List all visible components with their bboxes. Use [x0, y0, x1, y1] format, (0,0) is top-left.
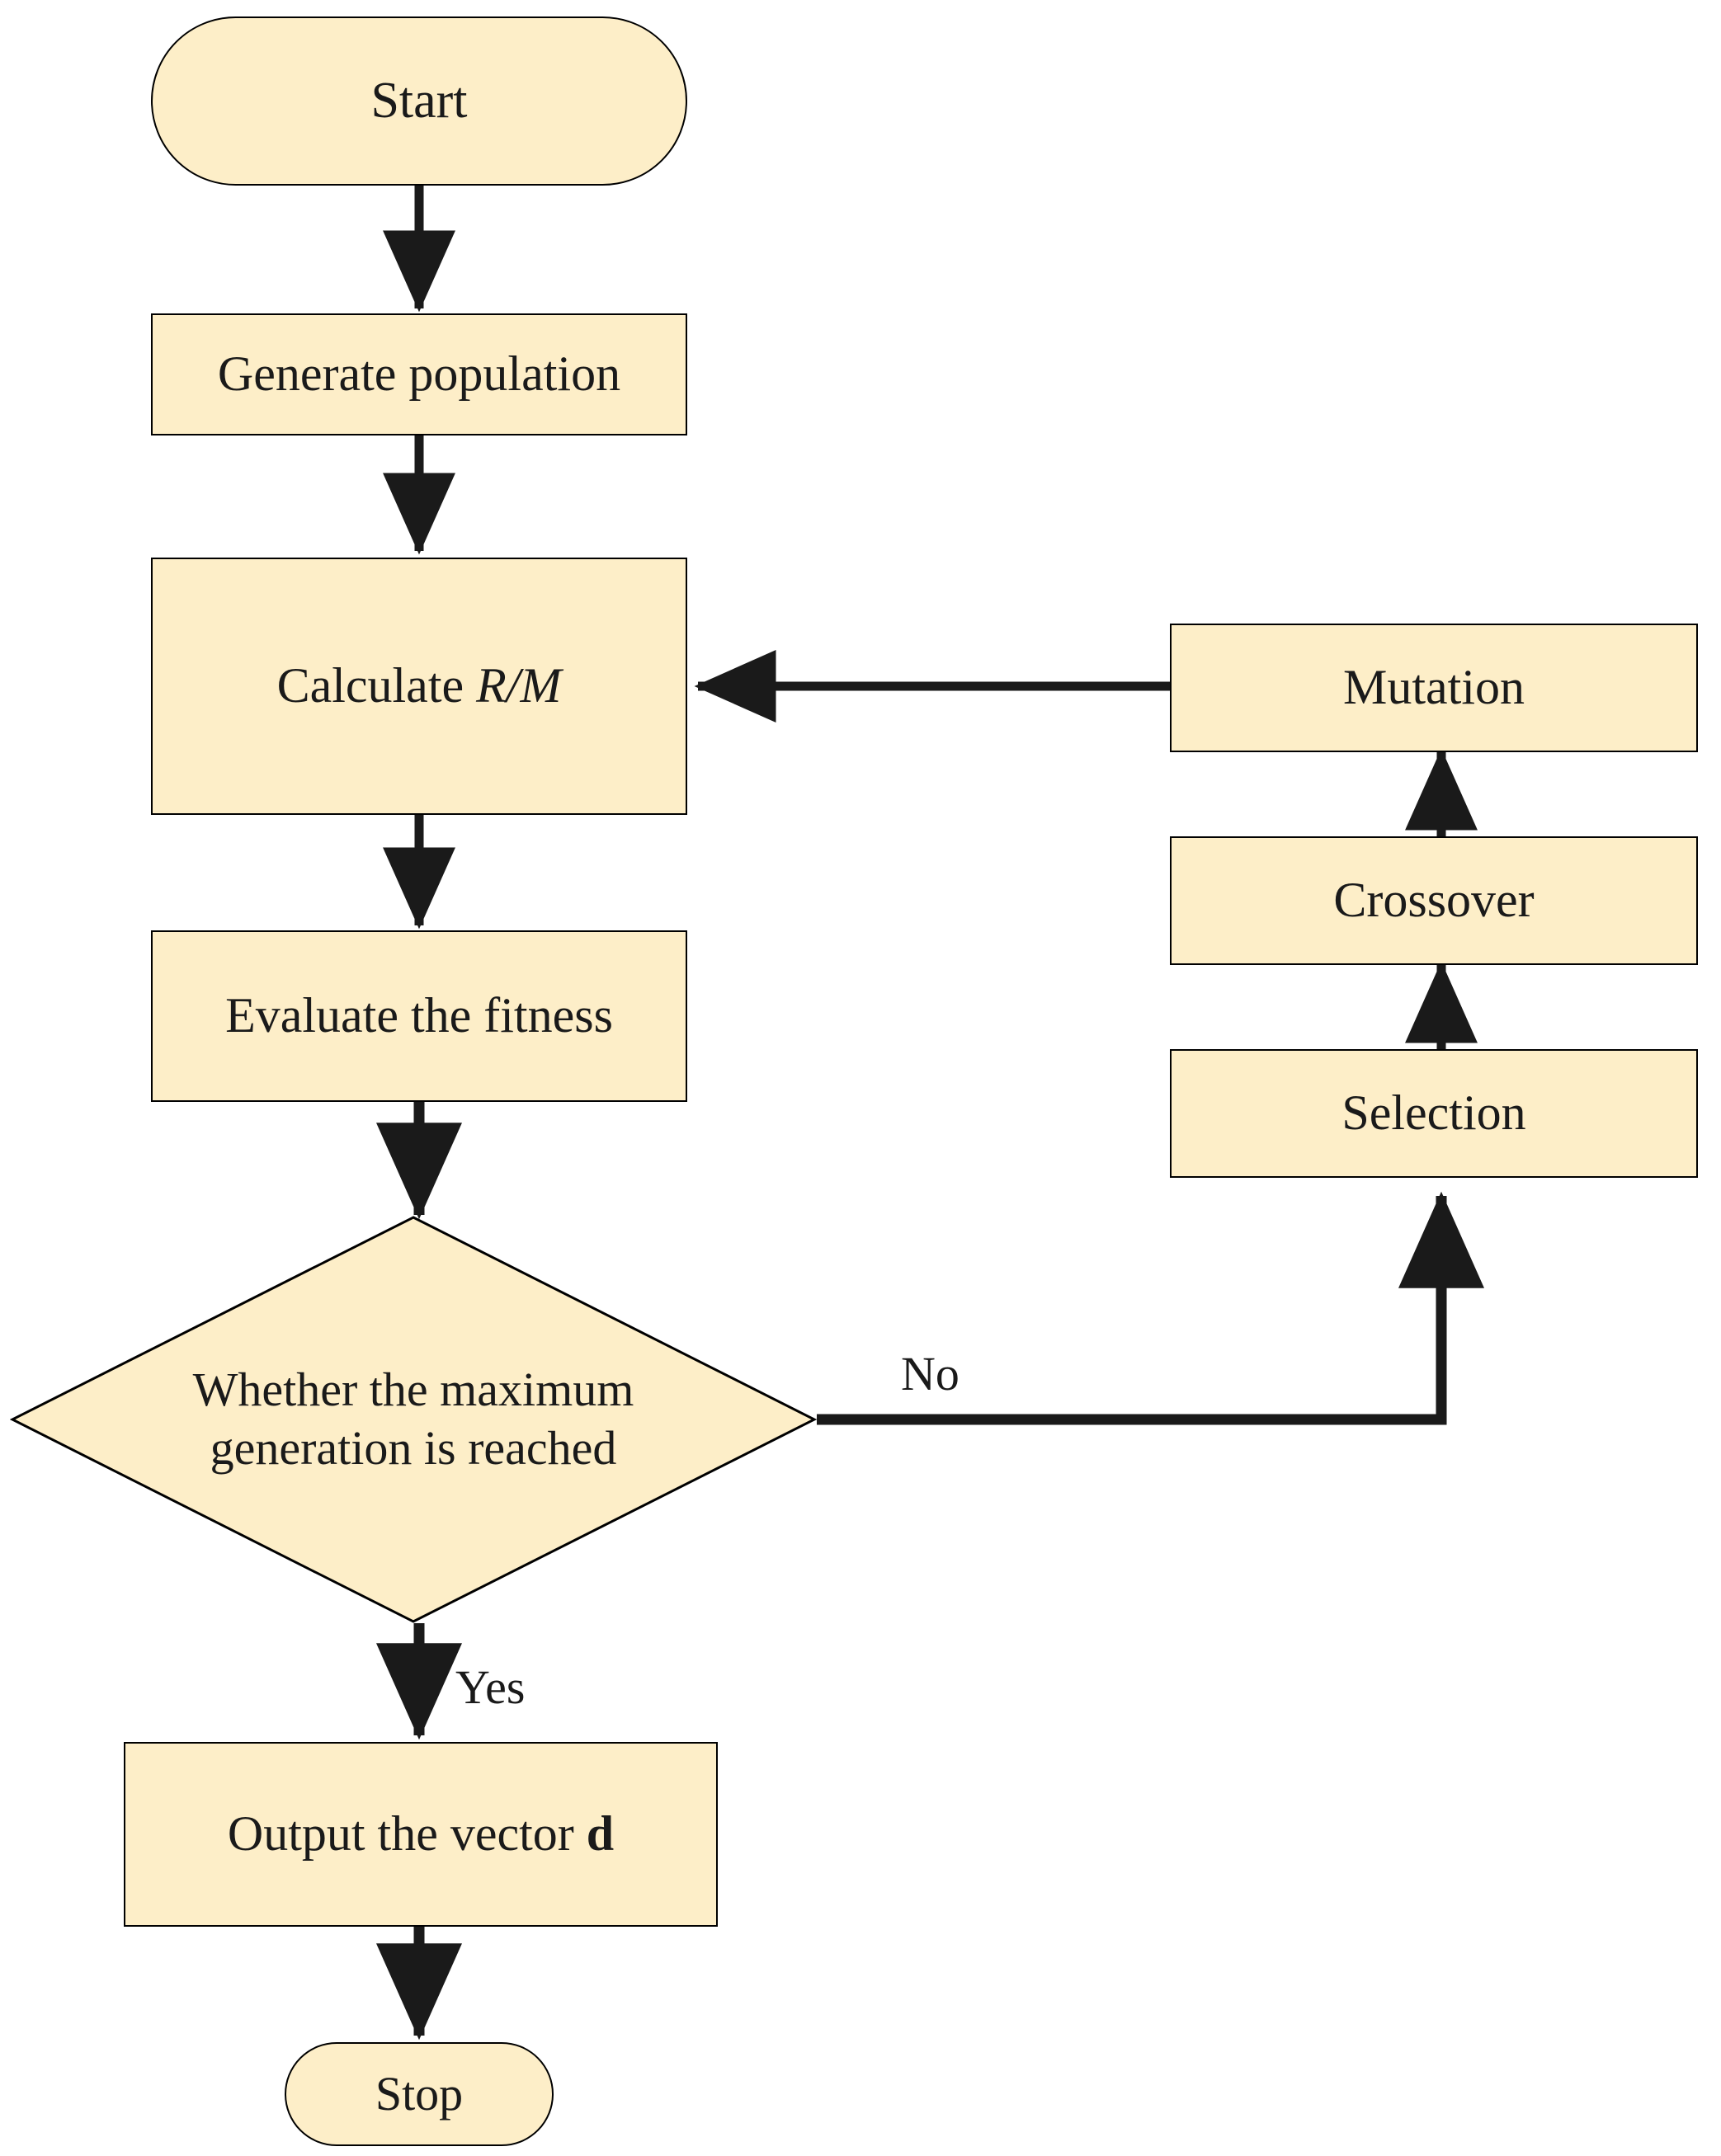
node-crossover[interactable]: Crossover — [1170, 836, 1698, 965]
node-calculate-rm-variable: R/M — [476, 658, 562, 713]
node-crossover-label: Crossover — [1333, 873, 1535, 928]
node-mutation-label: Mutation — [1343, 660, 1525, 715]
node-output-vector[interactable]: Output the vector d — [124, 1742, 718, 1927]
node-selection[interactable]: Selection — [1170, 1049, 1698, 1178]
node-stop[interactable]: Stop — [285, 2042, 554, 2146]
node-calculate-rm[interactable]: Calculate R/M — [151, 558, 687, 815]
node-start-label: Start — [370, 72, 468, 129]
node-evaluate-fitness[interactable]: Evaluate the fitness — [151, 930, 687, 1102]
node-generate-population[interactable]: Generate population — [151, 313, 687, 435]
node-decision-line-1: Whether the maximum — [192, 1363, 634, 1417]
node-calculate-rm-prefix: Calculate — [276, 658, 477, 713]
node-output-vector-prefix: Output the vector — [227, 1806, 587, 1862]
node-output-vector-variable: d — [586, 1806, 615, 1862]
node-decision-line-2: generation is reached — [210, 1421, 617, 1475]
node-generate-population-label: Generate population — [217, 346, 621, 402]
node-selection-label: Selection — [1341, 1085, 1526, 1141]
node-evaluate-fitness-label: Evaluate the fitness — [225, 988, 613, 1043]
node-start[interactable]: Start — [151, 16, 687, 186]
node-mutation[interactable]: Mutation — [1170, 624, 1698, 752]
edge-label-no: No — [901, 1347, 960, 1400]
node-output-vector-label: Output the vector d — [228, 1806, 614, 1862]
node-calculate-rm-label: Calculate R/M — [277, 658, 562, 713]
diamond-shape — [10, 1215, 817, 1624]
node-stop-label: Stop — [375, 2066, 464, 2121]
edge-label-yes: Yes — [455, 1660, 526, 1714]
